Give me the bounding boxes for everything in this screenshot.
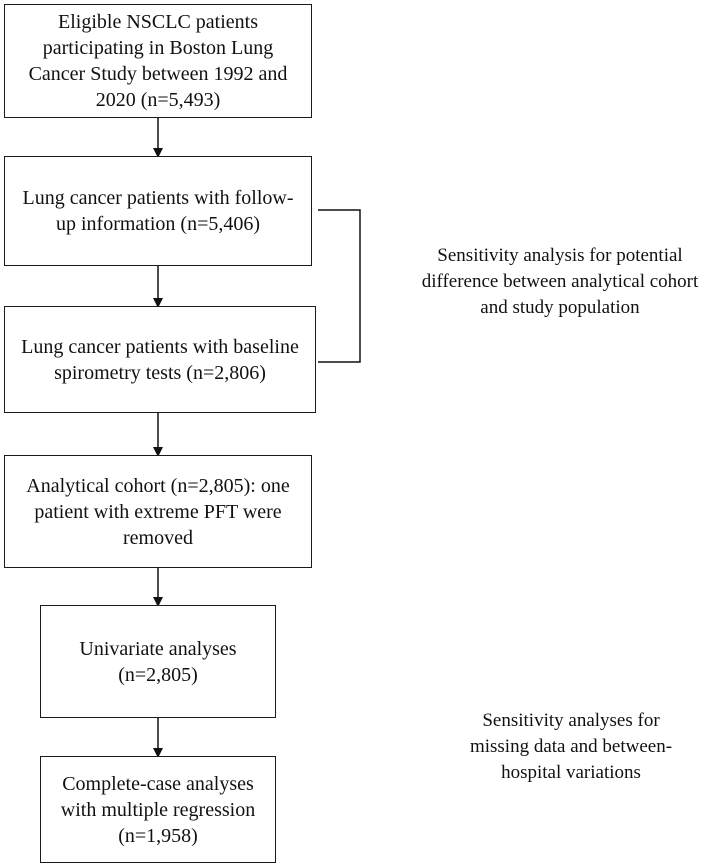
- note-sensitivity-missing: Sensitivity analyses for missing data an…: [455, 708, 687, 786]
- box-analytical-cohort-text: Analytical cohort (n=2,805): one patient…: [26, 474, 290, 549]
- note-sensitivity-cohort: Sensitivity analysis for potential diffe…: [415, 243, 705, 321]
- box-complete-case-analyses: Complete-case analyses with multiple reg…: [40, 756, 276, 863]
- box-complete-case-analyses-text: Complete-case analyses with multiple reg…: [60, 772, 256, 847]
- box-eligible-patients: Eligible NSCLC patients participating in…: [4, 4, 312, 118]
- box-univariate-analyses: Univariate analyses (n=2,805): [40, 605, 276, 718]
- box-analytical-cohort: Analytical cohort (n=2,805): one patient…: [4, 455, 312, 568]
- box-followup-patients-text: Lung cancer patients with follow-up info…: [22, 187, 294, 235]
- sensitivity-bracket: [318, 209, 361, 363]
- box-eligible-patients-text: Eligible NSCLC patients participating in…: [28, 11, 288, 111]
- box-followup-patients: Lung cancer patients with follow-up info…: [4, 156, 312, 266]
- note-sensitivity-missing-text: Sensitivity analyses for missing data an…: [469, 710, 673, 783]
- box-spirometry-patients-text: Lung cancer patients with baseline spiro…: [21, 335, 299, 384]
- box-univariate-analyses-text: Univariate analyses (n=2,805): [79, 637, 237, 686]
- box-spirometry-patients: Lung cancer patients with baseline spiro…: [4, 306, 316, 413]
- note-sensitivity-cohort-text: Sensitivity analysis for potential diffe…: [421, 245, 699, 318]
